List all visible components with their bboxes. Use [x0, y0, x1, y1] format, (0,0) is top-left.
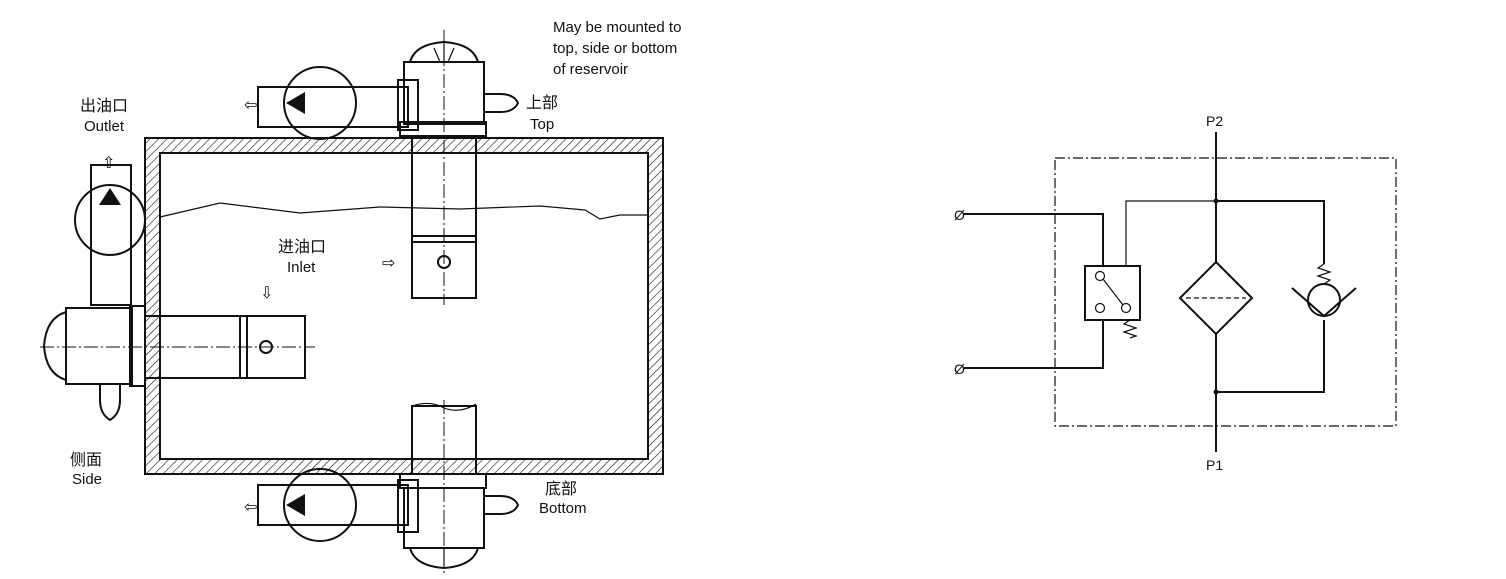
bottom-filter: ⇦: [244, 400, 520, 575]
reservoir-tank: [144, 137, 664, 475]
top-inlet-arrow: ⇨: [382, 253, 395, 272]
electric-lead-lower: [964, 320, 1104, 369]
bypass-line-top: [1216, 200, 1325, 264]
side-inlet-arrow: ⇩: [260, 283, 273, 302]
side-outlet-pipe: [90, 164, 132, 306]
side-pump-symbol: [74, 184, 146, 256]
assembly-boundary: [1054, 157, 1397, 427]
side-label-cn: 侧面: [70, 450, 102, 469]
pressure-switch: [1084, 265, 1141, 321]
side-filter: ⇧ ⇩: [40, 153, 315, 422]
svg-text:top, side or bottom: top, side or bottom: [553, 40, 677, 57]
top-filter: ⇦ ⇨: [244, 30, 520, 305]
port-p2-label: P2: [1206, 113, 1223, 129]
side-outlet-arrow: ⇧: [102, 153, 115, 172]
check-valve-spring: [1316, 263, 1332, 285]
bottom-clogging-indicator: [483, 495, 520, 515]
bottom-pump-symbol: [283, 468, 357, 542]
check-valve-ball: [1307, 283, 1341, 317]
bypass-line-bottom: [1216, 320, 1325, 393]
electric-lead-upper: [964, 213, 1104, 266]
terminal-upper-symbol: Ø: [954, 207, 965, 223]
bottom-label-en: Bottom: [539, 500, 587, 517]
sense-line: [1125, 200, 1216, 266]
top-clogging-indicator: [483, 93, 520, 113]
port-p1-label: P1: [1206, 457, 1223, 473]
filter-symbol: [1178, 260, 1254, 336]
top-label-cn: 上部: [526, 93, 558, 112]
side-label-en: Side: [72, 471, 102, 488]
side-pump-triangle: [99, 188, 121, 205]
inlet-label-en: Inlet: [287, 259, 316, 276]
top-outlet-arrow: ⇦: [244, 95, 257, 114]
inlet-label-cn: 进油口: [278, 237, 326, 256]
side-clogging-indicator: [99, 383, 121, 422]
svg-text:of reservoir: of reservoir: [553, 61, 628, 78]
top-label-en: Top: [530, 116, 554, 133]
bottom-pump-triangle: [286, 494, 305, 516]
top-elbow: [397, 79, 419, 131]
reservoir-wall-hatched: [144, 137, 664, 475]
top-outlet-pipe: [257, 86, 409, 128]
terminal-lower-symbol: Ø: [954, 361, 965, 377]
outlet-label-en: Outlet: [84, 118, 125, 135]
bottom-outlet-pipe: [257, 484, 409, 526]
oil-level-line: [159, 202, 648, 220]
side-filter-head: [65, 307, 133, 385]
bottom-label-cn: 底部: [545, 479, 577, 498]
mounting-note: May be mounted to top, side or bottom of…: [553, 19, 681, 78]
side-filter-cap: [42, 310, 67, 382]
top-pump-symbol: [283, 66, 357, 140]
hydraulic-schematic: P2 P1 Ø Ø: [954, 113, 1397, 473]
bottom-outlet-arrow: ⇦: [244, 497, 257, 516]
bottom-elbow: [397, 479, 419, 533]
top-pump-triangle: [286, 92, 305, 114]
outlet-label-cn: 出油口: [80, 96, 128, 115]
switch-spring: [1122, 319, 1138, 339]
svg-text:May be mounted to: May be mounted to: [553, 19, 681, 36]
check-valve-seat: [1291, 287, 1357, 318]
